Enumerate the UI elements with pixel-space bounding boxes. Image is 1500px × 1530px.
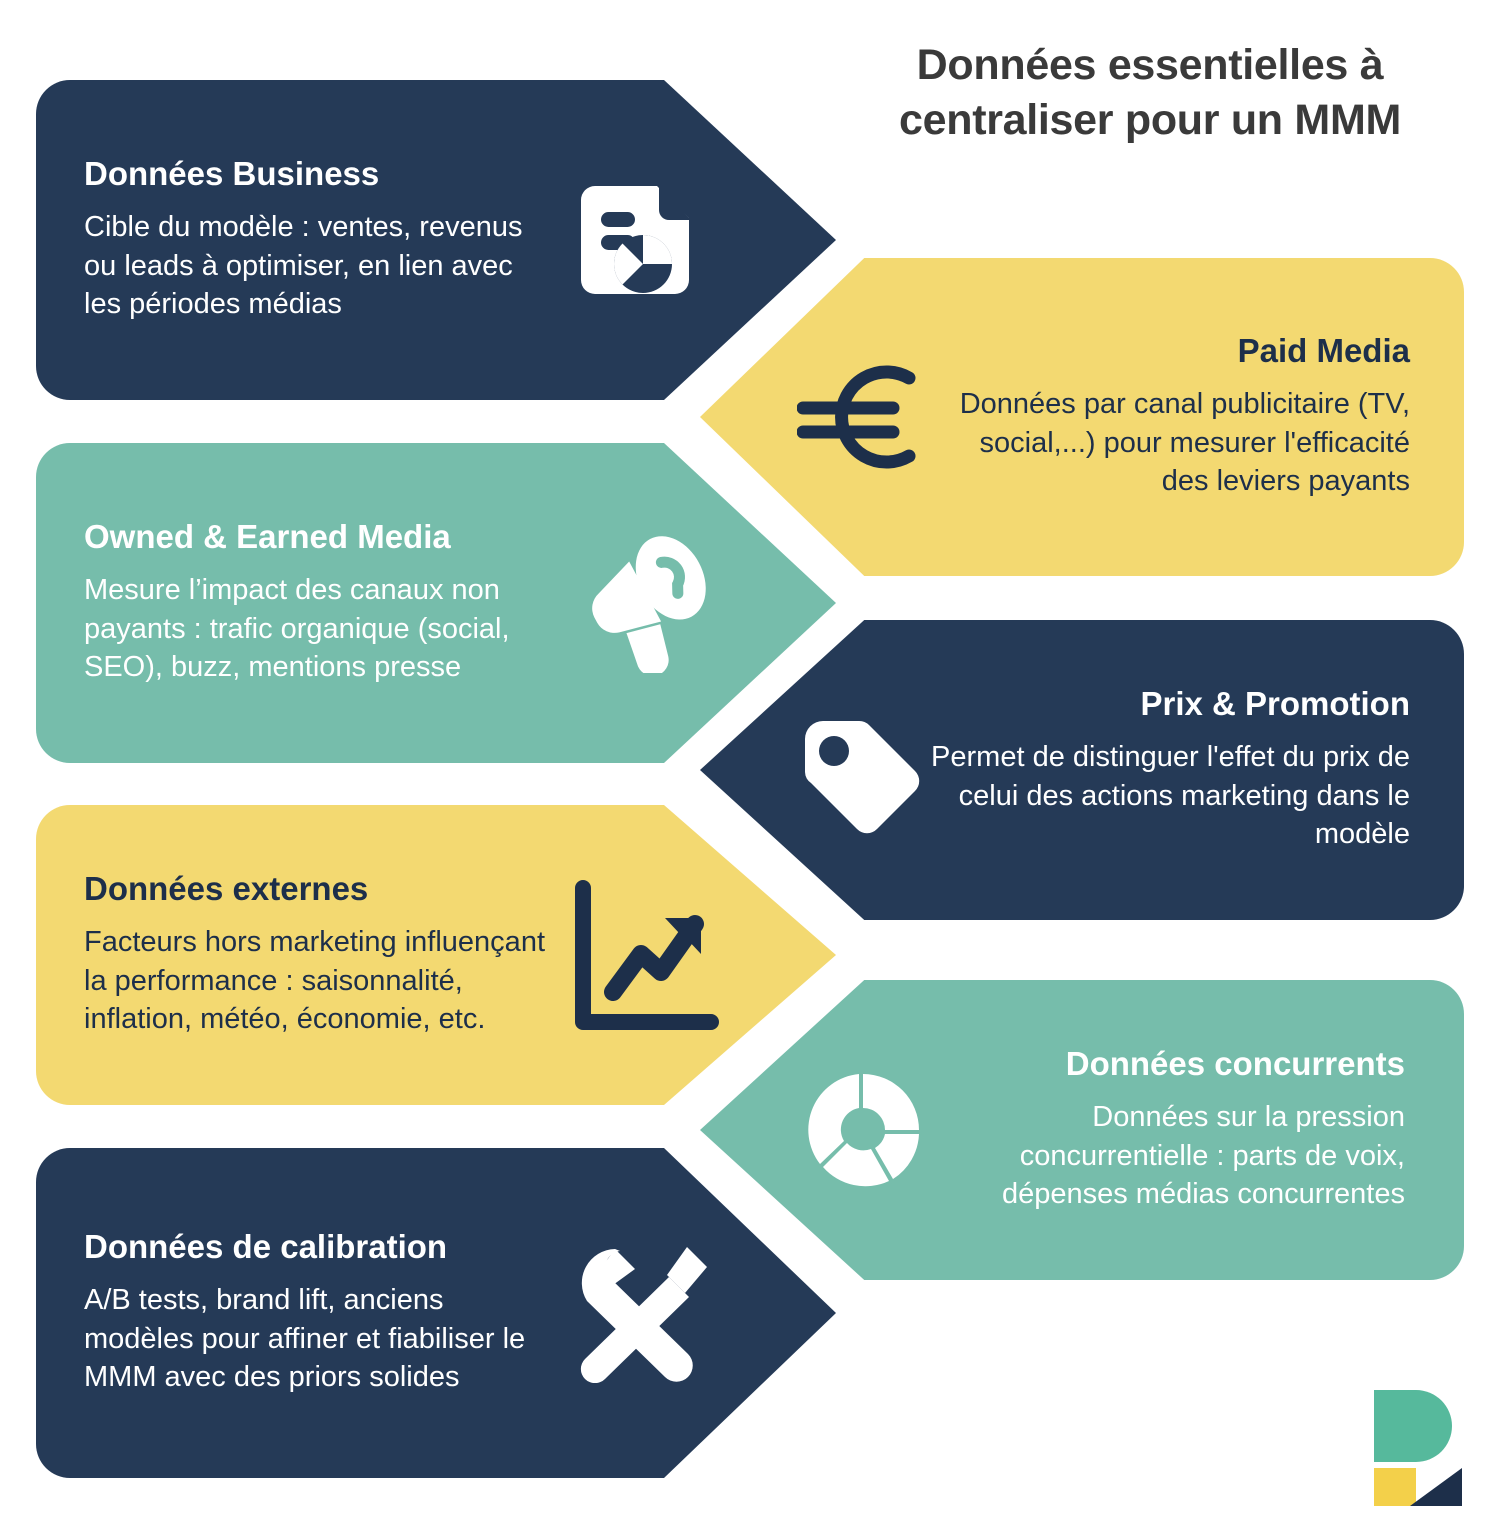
euro-icon: [700, 350, 940, 484]
card-title: Données externes: [84, 870, 369, 907]
card-title: Données de calibration: [84, 1228, 448, 1265]
card-description: Cible du modèle : ventes, revenus ou lea…: [84, 211, 523, 321]
card-title: Données Business: [84, 155, 380, 192]
page-title-line-2: centraliser pour un MMM: [899, 96, 1401, 145]
card-description: Mesure l’impact des canaux non payants :…: [84, 574, 510, 684]
card-shape: [36, 805, 836, 1105]
card-shape: [700, 258, 1464, 576]
card-shape: [36, 1148, 836, 1478]
wrench-screwdriver-icon: [554, 1243, 734, 1383]
card-donnees-business[interactable]: Données Business Cible du modèle : vente…: [36, 80, 836, 400]
document-chart-icon: [554, 178, 724, 302]
trend-chart-icon: [554, 878, 734, 1033]
card-donnees-calibration[interactable]: Données de calibration A/B tests, brand …: [36, 1148, 836, 1478]
card-description: Données par canal publicitaire (TV, soci…: [959, 388, 1410, 498]
card-title: Données concurrents: [1065, 1045, 1405, 1082]
card-shape: [36, 80, 836, 400]
card-description: Données sur la pression concurrentielle …: [1001, 1101, 1405, 1211]
page-title-line-1: Données essentielles à: [916, 41, 1384, 89]
card-owned-earned-media[interactable]: Owned & Earned Media Mesure l’impact des…: [36, 443, 836, 763]
card-donnees-concurrents[interactable]: Données concurrents Données sur la press…: [700, 980, 1464, 1280]
card-description: Facteurs hors marketing influençant la p…: [84, 926, 545, 1036]
card-paid-media[interactable]: Paid Media Données par canal publicitair…: [700, 258, 1464, 576]
card-title: Owned & Earned Media: [84, 518, 451, 555]
card-title: Paid Media: [1237, 332, 1410, 369]
price-tag-icon: [700, 705, 930, 835]
brand-logo: [1368, 1388, 1472, 1508]
card-title: Prix & Promotion: [1140, 685, 1410, 722]
card-description: Permet de distinguer l'effet du prix de …: [931, 741, 1410, 851]
card-donnees-externes[interactable]: Données externes Facteurs hors marketing…: [36, 805, 836, 1105]
card-description: A/B tests, brand lift, anciens modèles p…: [84, 1284, 526, 1394]
donut-chart-icon: [700, 1068, 935, 1192]
megaphone-icon: [564, 533, 734, 673]
card-prix-promotion[interactable]: Prix & Promotion Permet de distinguer l'…: [700, 620, 1464, 920]
page-title: Données essentielles à centraliser pour …: [820, 38, 1480, 148]
